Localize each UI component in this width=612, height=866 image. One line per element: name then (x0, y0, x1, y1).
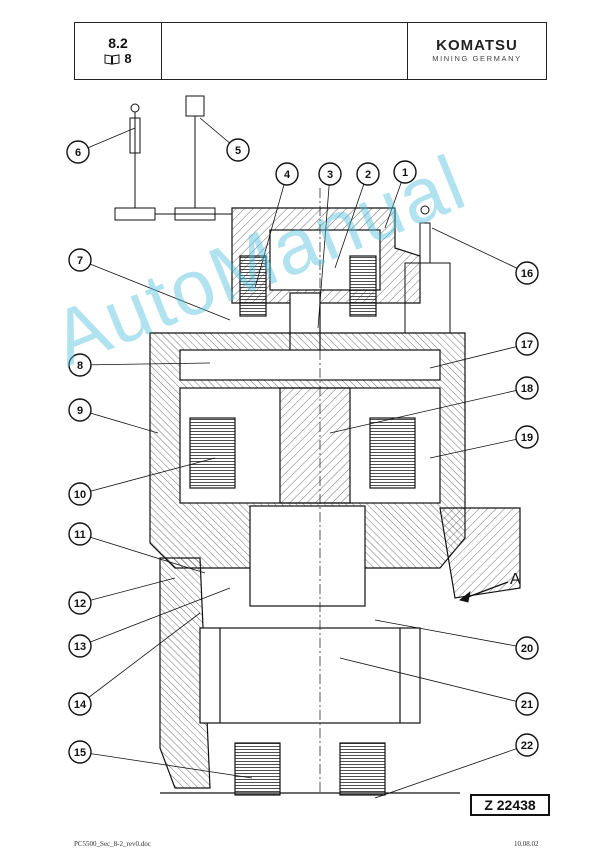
callout-16: 16 (515, 261, 539, 285)
callout-label: 3 (327, 169, 333, 181)
callout-label: 16 (521, 268, 533, 280)
callout-20: 20 (515, 636, 539, 660)
callout-3: 3 (318, 162, 342, 186)
book-icon (104, 54, 120, 65)
housing-outline (149, 188, 521, 796)
title-cell (162, 23, 408, 79)
logo-subtitle: MINING GERMANY (432, 54, 522, 63)
callout-14: 14 (68, 692, 92, 716)
page-number: 8 (124, 51, 132, 66)
callout-label: 21 (521, 699, 533, 711)
callout-label: 4 (284, 169, 291, 181)
header-table: 8.2 8 KOMATSU MINING GERMANY (74, 22, 547, 80)
callout-label: 10 (74, 489, 86, 501)
callout-12: 12 (68, 591, 92, 615)
callout-4: 4 (275, 162, 299, 186)
callout-label: 7 (77, 255, 83, 267)
callout-label: 1 (402, 167, 408, 179)
callout-5: 5 (226, 138, 250, 162)
callout-11: 11 (68, 522, 92, 546)
section-number: 8.2 (108, 35, 128, 51)
callout-label: 14 (74, 699, 87, 711)
page-ref: 8 (104, 51, 132, 67)
callout-15: 15 (68, 740, 92, 764)
callout-18: 18 (515, 376, 539, 400)
drawing-reference: Z 22438 (470, 794, 550, 816)
callout-10: 10 (68, 482, 92, 506)
callout-1: 1 (393, 160, 417, 184)
callout-22: 22 (515, 733, 539, 757)
footer-filename: PC5500_Sec_8-2_rev0.doc (74, 840, 151, 848)
callout-13: 13 (68, 634, 92, 658)
callout-label: 8 (77, 360, 83, 372)
callout-label: 20 (521, 643, 533, 655)
view-label-a: A (510, 571, 521, 588)
section-cell: 8.2 8 (75, 23, 162, 79)
callout-label: 11 (74, 529, 86, 541)
callout-label: 9 (77, 405, 83, 417)
callout-label: 12 (74, 598, 86, 610)
callout-label: 2 (365, 169, 371, 181)
callout-label: 17 (521, 339, 533, 351)
callout-6: 6 (66, 140, 90, 164)
callout-2: 2 (356, 162, 380, 186)
footer-date: 10.08.02 (514, 840, 539, 848)
callout-label: 15 (74, 747, 86, 759)
komatsu-logo: KOMATSU (436, 37, 518, 54)
callout-label: 18 (521, 383, 533, 395)
callout-label: 13 (74, 641, 86, 653)
callout-7: 7 (68, 248, 92, 272)
callout-21: 21 (515, 692, 539, 716)
callout-label: 19 (521, 432, 533, 444)
callout-label: 22 (521, 740, 533, 752)
leader-lines (77, 117, 528, 799)
callout-8: 8 (68, 353, 92, 377)
callout-19: 19 (515, 425, 539, 449)
callout-9: 9 (68, 398, 92, 422)
callout-label: 6 (75, 147, 81, 159)
logo-cell: KOMATSU MINING GERMANY (408, 23, 546, 79)
callout-label: 5 (235, 145, 241, 157)
callout-17: 17 (515, 332, 539, 356)
